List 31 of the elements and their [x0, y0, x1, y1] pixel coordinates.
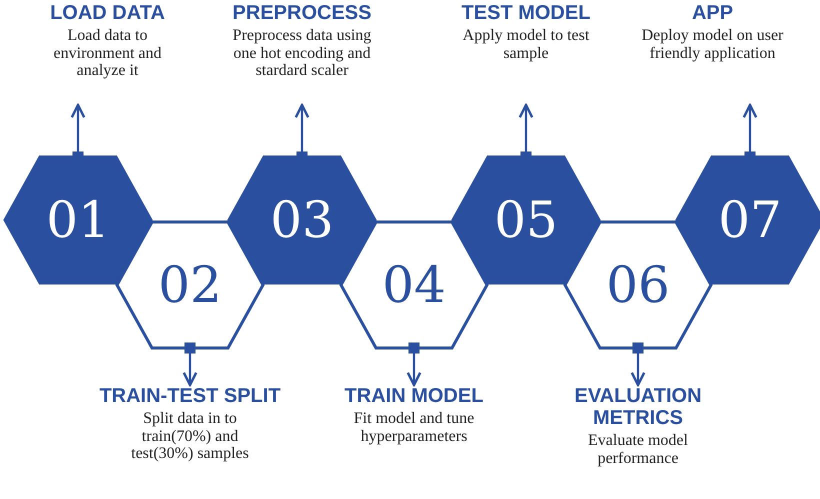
hexagon-step — [115, 220, 265, 350]
step-number: 03 — [270, 195, 334, 245]
step-description: Deploy model on user friendly application — [640, 27, 784, 62]
step-number: 05 — [494, 195, 558, 245]
step-number: 02 — [158, 260, 222, 310]
step-number: 04 — [382, 260, 446, 310]
step-heading: LOAD DATA — [50, 2, 165, 24]
arrow — [406, 342, 422, 386]
step-description: Load data to environment and analyze it — [52, 27, 162, 80]
step-description: Evaluate model performance — [587, 432, 689, 468]
step-number: 01 — [46, 195, 110, 245]
step-heading: EVALUATION METRICS — [573, 385, 703, 429]
arrow — [630, 342, 646, 386]
step-heading: PREPROCESS — [232, 2, 372, 24]
step-description: Apply model to test sample — [462, 27, 590, 62]
hexagon-step — [339, 220, 489, 350]
step-description: Preprocess data using one hot encoding and stardard scaler — [232, 27, 372, 80]
step-heading: APP — [692, 2, 734, 24]
step-number: 06 — [606, 260, 670, 310]
step-heading: TEST MODEL — [462, 2, 590, 24]
hexagon-step — [3, 155, 153, 285]
step-heading: TRAIN MODEL — [344, 385, 484, 407]
step-description: Split data in to train(70%) and test(30%) samples — [130, 410, 250, 463]
arrow — [182, 342, 198, 386]
hexagon-step — [451, 155, 601, 285]
hexagon-step — [227, 155, 377, 285]
step-heading: TRAIN-TEST SPLIT — [99, 385, 281, 407]
hexagon-step — [675, 155, 820, 285]
step-number: 07 — [718, 195, 782, 245]
step-description: Fit model and tune hyperparameters — [352, 410, 476, 446]
hexagon-step — [563, 220, 713, 350]
